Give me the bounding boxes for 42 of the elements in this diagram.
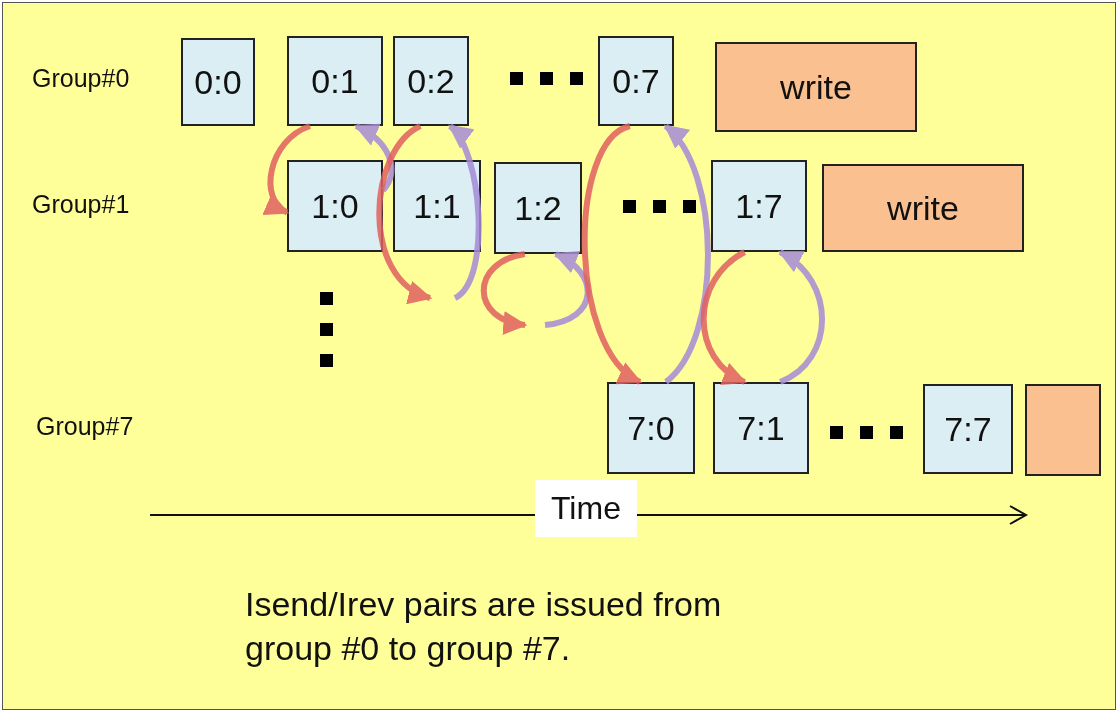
curved-arrow: [581, 123, 642, 385]
curved-arrow: [700, 249, 747, 385]
curved-arrow: [778, 249, 826, 385]
group-label: Group#0: [32, 64, 130, 93]
curved-arrow: [447, 123, 482, 301]
box-label: 7:7: [944, 409, 992, 449]
process-box: [287, 160, 383, 252]
process-box: [715, 42, 917, 132]
curved-arrow: [376, 123, 433, 301]
box-label: 1:2: [514, 188, 562, 228]
group-label: Group#1: [32, 190, 130, 219]
box-label: write: [887, 188, 959, 228]
box-label: 1:7: [735, 186, 783, 226]
curved-arrow: [354, 123, 395, 193]
box-label: 7:0: [627, 408, 675, 448]
curved-arrow: [663, 123, 711, 385]
process-box: [607, 382, 695, 474]
process-box: [494, 162, 582, 254]
empty-box: [1025, 384, 1101, 476]
box-label: write: [780, 67, 852, 107]
process-box: [287, 36, 383, 126]
group-label: Group#7: [36, 412, 134, 441]
box-label: 0:2: [407, 61, 455, 101]
box-label: 1:1: [413, 186, 461, 226]
box-label: 7:1: [737, 408, 785, 448]
process-box: [822, 164, 1024, 252]
process-box: [923, 384, 1013, 474]
box-label: 0:0: [194, 62, 242, 102]
process-box: [181, 38, 255, 126]
process-box: [598, 36, 674, 126]
process-box: [711, 160, 807, 252]
curved-arrow: [262, 123, 312, 215]
box-label: 1:0: [311, 186, 359, 226]
box-label: 0:7: [612, 61, 660, 101]
process-box: [713, 382, 809, 474]
process-box: [393, 160, 481, 252]
curved-arrow: [544, 251, 591, 328]
curved-arrow: [480, 251, 528, 333]
process-box: [393, 36, 469, 126]
caption: Isend/Irev pairs are issued from group #0 to group #7.: [245, 584, 723, 670]
axis-label: Time: [535, 480, 637, 537]
box-label: 0:1: [311, 61, 359, 101]
